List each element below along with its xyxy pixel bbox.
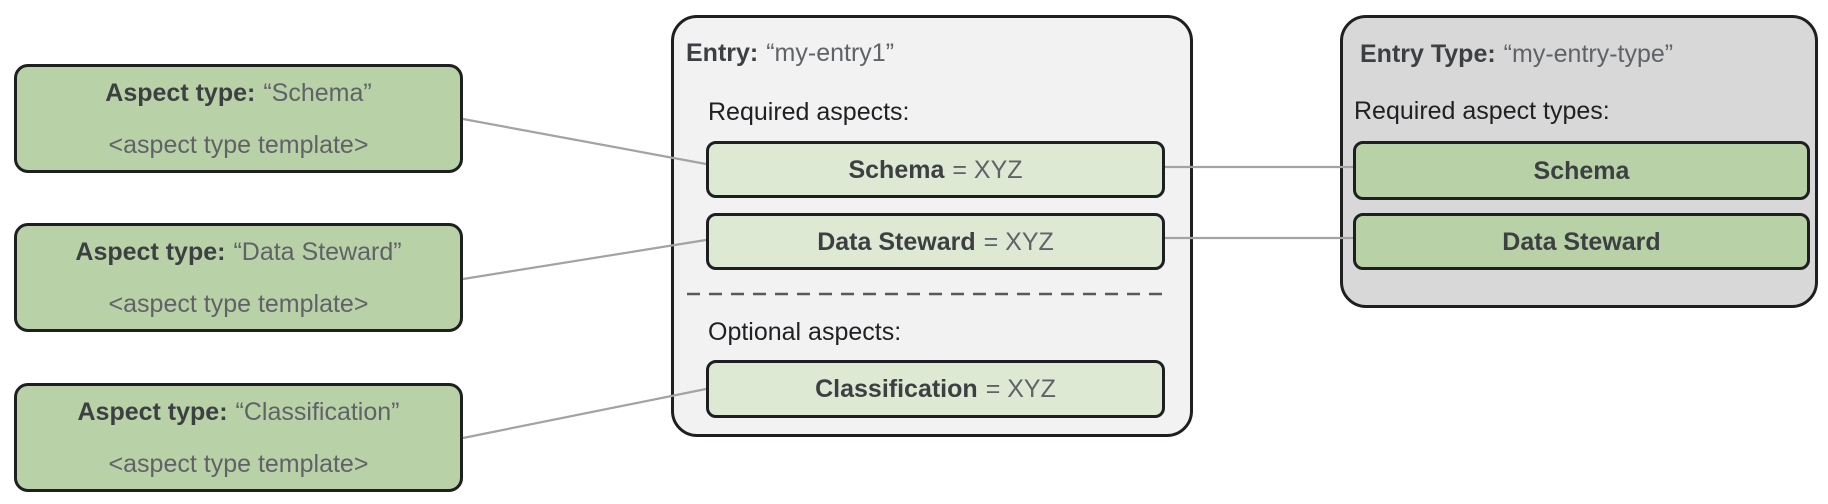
aspect-type-name: “Schema”	[263, 78, 372, 107]
connector-schema-aspect-type-to-entry	[462, 117, 707, 166]
aspect-name: Schema	[848, 155, 945, 184]
aspect-value: = XYZ	[952, 155, 1023, 184]
aspect-type-box-classification: Aspect type:“Classification” <aspect typ…	[14, 383, 463, 492]
aspect-type-name: Schema	[1533, 156, 1630, 185]
required-optional-divider	[687, 292, 1171, 296]
entry-type-box: Entry Type:“my-entry-type” Required aspe…	[1340, 15, 1818, 308]
aspect-type-name: Data Steward	[1502, 227, 1661, 256]
entry-type-label: Entry Type:	[1360, 40, 1496, 68]
aspect-type-box-data-steward: Aspect type:“Data Steward” <aspect type …	[14, 223, 463, 332]
aspect-type-title: Aspect type:“Classification”	[78, 397, 400, 427]
aspect-type-title: Aspect type:“Data Steward”	[75, 237, 401, 267]
required-aspects-heading: Required aspects:	[708, 98, 910, 126]
aspect-name: Data Steward	[817, 227, 976, 256]
entry-box: Entry:“my-entry1” Required aspects: Sche…	[671, 15, 1193, 437]
aspect-type-label: Aspect type:	[77, 397, 228, 426]
connector-classification-aspect-type-to-entry	[462, 387, 707, 440]
entry-label: Entry:	[686, 39, 759, 67]
aspect-type-name: “Classification”	[235, 397, 400, 426]
required-aspect-type-row-data-steward: Data Steward	[1353, 213, 1810, 270]
optional-aspects-heading: Optional aspects:	[708, 318, 902, 346]
entry-title: Entry:“my-entry1”	[686, 38, 894, 68]
aspect-value: = XYZ	[985, 375, 1056, 403]
entry-type-name: “my-entry-type”	[1503, 40, 1674, 68]
aspect-type-template: <aspect type template>	[108, 449, 369, 478]
optional-aspect-row-classification: Classification= XYZ	[706, 360, 1165, 418]
aspect-type-box-schema: Aspect type:“Schema” <aspect type templa…	[14, 64, 463, 173]
aspect-type-label: Aspect type:	[105, 78, 256, 107]
aspect-type-template: <aspect type template>	[108, 130, 369, 159]
required-aspect-row-schema: Schema= XYZ	[706, 141, 1165, 198]
aspect-type-title: Aspect type:“Schema”	[105, 78, 371, 108]
entry-type-title: Entry Type:“my-entry-type”	[1360, 39, 1673, 69]
required-aspect-types-heading: Required aspect types:	[1354, 97, 1610, 125]
aspect-name: Classification	[815, 375, 978, 403]
aspect-type-template: <aspect type template>	[108, 289, 369, 318]
aspect-type-name: “Data Steward”	[233, 237, 402, 266]
aspect-type-label: Aspect type:	[75, 237, 226, 266]
entry-name: “my-entry1”	[766, 39, 895, 67]
required-aspect-type-row-schema: Schema	[1353, 141, 1810, 200]
connector-data-steward-aspect-type-to-entry	[462, 238, 707, 281]
required-aspect-row-data-steward: Data Steward= XYZ	[706, 213, 1165, 270]
aspect-value: = XYZ	[983, 227, 1054, 256]
